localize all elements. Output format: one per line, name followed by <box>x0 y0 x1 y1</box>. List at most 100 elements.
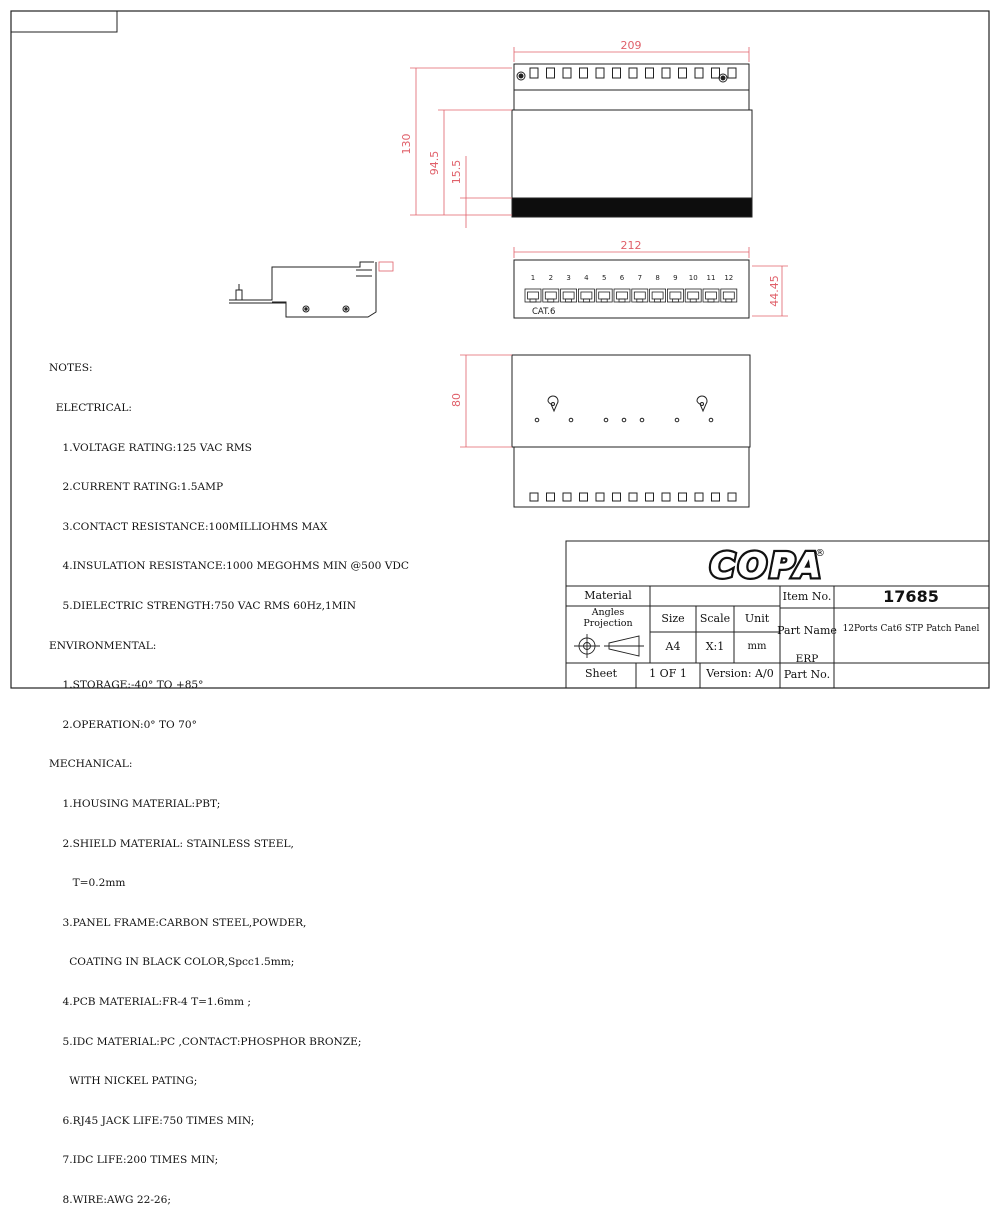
notes-line: 1.STORAGE:-40° TO +85° <box>49 679 204 692</box>
rj45-port <box>684 288 702 303</box>
notes-line: 3.CONTACT RESISTANCE:100MILLIOHMS MAX <box>49 520 328 533</box>
port-number: 3 <box>566 274 570 282</box>
notes-line: 2.OPERATION:0° TO 70° <box>49 718 197 731</box>
comb-tooth <box>711 67 720 79</box>
sheet-value: 1 OF 1 <box>649 667 687 680</box>
angles-label: Angles <box>591 607 625 618</box>
notes-line: WITH NICKEL PATING; <box>49 1075 198 1088</box>
comb-teeth <box>529 67 737 79</box>
top-view-comb <box>513 63 750 110</box>
notes-line: 1.VOLTAGE RATING:125 VAC RMS <box>49 441 252 454</box>
part-name-label: Part Name <box>777 624 837 637</box>
title-block-grid <box>565 540 990 689</box>
port-number: 2 <box>549 274 553 282</box>
comb-tooth <box>694 492 704 502</box>
comb-tooth <box>678 492 687 502</box>
bottom-view-body <box>511 354 751 448</box>
mount-hole-left <box>516 71 526 81</box>
rj45-port <box>667 288 684 303</box>
comb-tooth <box>727 67 737 79</box>
notes-line: 2.SHIELD MATERIAL: STAINLESS STEEL, <box>49 837 294 850</box>
size-value: A4 <box>665 640 681 653</box>
rj45-port <box>702 288 720 303</box>
rj45-port <box>542 288 560 303</box>
comb-teeth-bottom <box>529 492 737 502</box>
comb-tooth <box>612 67 621 79</box>
sheet-label: Sheet <box>584 667 618 680</box>
port-number: 10 <box>689 274 698 282</box>
bottom-view <box>511 354 751 508</box>
rj45-port <box>631 288 649 303</box>
comb-tooth <box>546 492 555 502</box>
comb-tooth <box>661 67 671 79</box>
notes-line: COATING IN BLACK COLOR,Spcc1.5mm; <box>49 956 295 969</box>
mount-hole-right <box>718 73 728 83</box>
comb-tooth <box>645 67 654 79</box>
size-label: Size <box>661 612 685 625</box>
unit-label: Unit <box>744 612 770 625</box>
notes-line: ENVIRONMENTAL: <box>49 639 157 652</box>
comb-tooth <box>579 67 588 79</box>
bottom-view-comb <box>513 447 750 508</box>
notes-line: 8.WIRE:AWG 22-26; <box>49 1193 171 1206</box>
comb-tooth <box>529 67 539 79</box>
rj45-port <box>595 288 613 303</box>
scale-label: Scale <box>699 612 731 625</box>
item-no-value: 17685 <box>883 587 939 606</box>
projection-label: Projection <box>583 618 633 629</box>
port-number: 9 <box>673 274 677 282</box>
notes-line: 4.PCB MATERIAL:FR-4 T=1.6mm ; <box>49 995 251 1008</box>
part-no-label: Part No. <box>783 668 831 681</box>
front-view <box>513 259 750 319</box>
rj45-port <box>720 288 738 303</box>
rj45-port <box>613 288 631 303</box>
notes-line: 5.IDC MATERIAL:PC ,CONTACT:PHOSPHOR BRON… <box>49 1035 362 1048</box>
notes-line: MECHANICAL: <box>49 758 133 771</box>
comb-tooth <box>579 492 588 502</box>
comb-tooth <box>628 492 638 502</box>
notes-line: 4.INSULATION RESISTANCE:1000 MEGOHMS MIN… <box>49 560 409 573</box>
port-number: 8 <box>655 274 659 282</box>
dim-top-width: 209 <box>621 39 642 52</box>
top-view-body <box>511 109 753 199</box>
dim-body-height: 94.5 <box>428 151 441 176</box>
version-value: Version: A/0 <box>706 667 774 680</box>
port-number: 5 <box>602 274 606 282</box>
part-name-value: 12Ports Cat6 STP Patch Panel <box>842 624 980 634</box>
corner-label-box <box>10 10 118 33</box>
projection-symbol-icon <box>574 634 644 658</box>
comb-tooth <box>612 492 621 502</box>
erp-label: ERP <box>795 653 819 665</box>
notes-line: 3.PANEL FRAME:CARBON STEEL,POWDER, <box>49 916 307 929</box>
material-label: Material <box>584 589 632 602</box>
port-number: 11 <box>707 274 716 282</box>
logo-outline: COPA <box>710 546 824 586</box>
front-view-panel <box>513 259 750 319</box>
top-view-dimensions <box>410 47 750 228</box>
comb-tooth <box>645 492 654 502</box>
dim-front-width: 212 <box>621 239 642 252</box>
copa-logo: COPA COPA ® <box>708 544 825 589</box>
comb-tooth <box>562 67 572 79</box>
port-number: 7 <box>638 274 642 282</box>
notes-line: 1.HOUSING MATERIAL:PBT; <box>49 797 221 810</box>
rj45-ports <box>524 288 738 303</box>
notes-line: NOTES: <box>49 362 93 375</box>
comb-tooth <box>628 67 638 79</box>
notes-line: 5.DIELECTRIC STRENGTH:750 VAC RMS 60Hz,1… <box>49 599 357 612</box>
sheet-frame <box>10 10 990 689</box>
comb-tooth <box>727 492 737 502</box>
dim-front-height: 44.45 <box>768 275 781 307</box>
port-number: 1 <box>531 274 535 282</box>
rj45-port <box>524 288 542 303</box>
rj45-port <box>649 288 666 303</box>
dim-base-height: 15.5 <box>450 160 463 185</box>
rj45-port <box>578 288 595 303</box>
notes-line: T=0.2mm <box>49 877 126 890</box>
comb-tooth <box>595 67 605 79</box>
port-number: 12 <box>724 274 733 282</box>
scale-value: X:1 <box>705 640 725 653</box>
port-number: 6 <box>620 274 625 282</box>
